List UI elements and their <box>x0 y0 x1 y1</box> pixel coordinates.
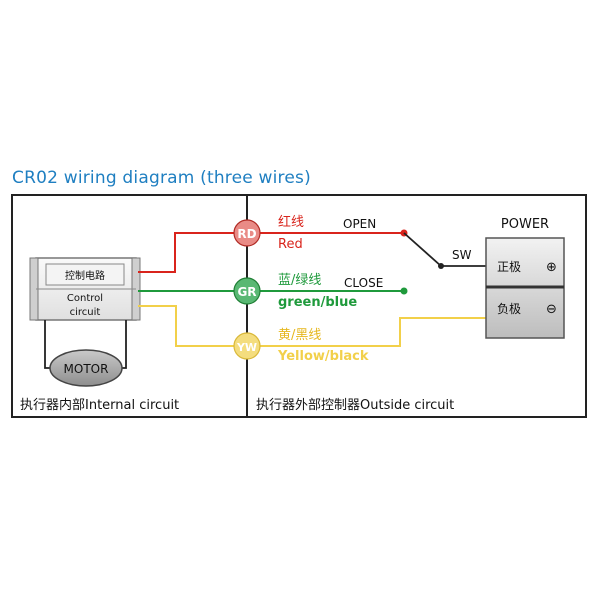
green-wire-en: green/blue <box>278 295 357 310</box>
control-circuit-board: 控制电路 Control circuit <box>29 257 141 321</box>
red-wire-cn: 红线 <box>278 214 304 230</box>
svg-text:YW: YW <box>236 341 257 354</box>
yellow-wire-cn: 黄/黑线 <box>278 328 321 343</box>
tag-rd: RD <box>233 219 261 247</box>
positive-label: 正极 <box>497 260 521 274</box>
tag-yw: YW <box>233 332 261 360</box>
diagram-title: CR02 wiring diagram (three wires) <box>12 168 311 188</box>
switch-label: SW <box>452 248 472 262</box>
positive-icon: ⊕ <box>546 260 557 275</box>
red-wire-en: Red <box>278 237 303 252</box>
negative-icon: ⊖ <box>546 302 557 317</box>
open-label: OPEN <box>343 217 376 231</box>
board-label-line1: Control <box>67 293 103 304</box>
motor: MOTOR <box>49 349 123 387</box>
tag-gr: GR <box>233 277 261 305</box>
green-wire-cn: 蓝/绿线 <box>278 273 321 288</box>
red-wire <box>138 232 404 273</box>
chip-label: 控制电路 <box>65 269 105 282</box>
svg-text:GR: GR <box>237 285 256 299</box>
switch <box>403 232 486 269</box>
internal-circuit-label: 执行器内部Internal circuit <box>20 397 179 413</box>
power-title: POWER <box>501 217 549 232</box>
outer-frame <box>11 194 587 418</box>
close-terminal <box>400 287 408 295</box>
board-label-line2: circuit <box>70 307 101 318</box>
svg-text:RD: RD <box>237 227 256 241</box>
outside-circuit-label: 执行器外部控制器Outside circuit <box>256 398 454 413</box>
close-label: CLOSE <box>344 276 383 290</box>
yellow-wire-en: Yellow/black <box>277 349 369 364</box>
power-supply <box>485 237 565 339</box>
motor-label: MOTOR <box>64 362 109 376</box>
yellow-wire <box>138 305 486 347</box>
negative-label: 负极 <box>497 302 521 316</box>
